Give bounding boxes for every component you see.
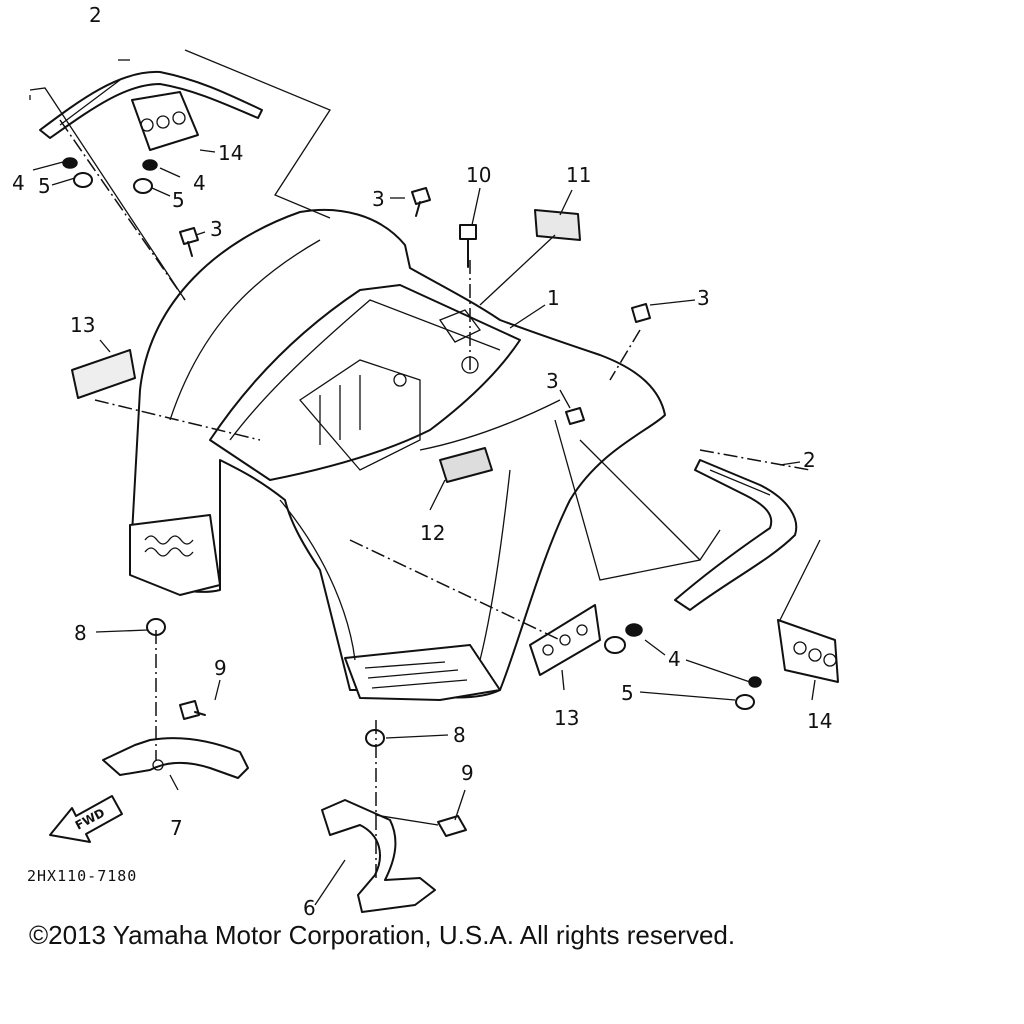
callout-numbers: 2 14 4 5 4 5 3 3 10 11 1 3 3 13 12 2 8 8… [12, 3, 832, 920]
nut-5-far-right [735, 694, 755, 710]
callout-1: 1 [547, 286, 560, 310]
reflector-13-right [529, 604, 601, 676]
callout-8-left: 8 [74, 621, 87, 645]
callout-5-top-center: 5 [172, 188, 185, 212]
copyright-notice: ©2013 Yamaha Motor Corporation, U.S.A. A… [29, 920, 736, 950]
stay-6 [321, 799, 436, 913]
grab-bar-left [39, 70, 263, 139]
bolt-9-right [437, 815, 467, 837]
nut-5-top-center [133, 178, 153, 194]
callout-5-right: 5 [621, 681, 634, 705]
callout-13-right: 13 [554, 706, 579, 730]
bracket-14-right [777, 619, 839, 683]
leader-lines [29, 49, 821, 906]
reference-code: 2HX110-7180 [27, 867, 137, 885]
callout-10: 10 [466, 163, 491, 187]
callout-6: 6 [303, 896, 316, 920]
screw-10 [459, 224, 477, 268]
callout-3-top-left: 3 [210, 217, 223, 241]
washer-4-top-center [142, 159, 158, 171]
callout-4-right: 4 [668, 647, 681, 671]
reflector-13-left [71, 349, 136, 399]
bolt-3-center-right [565, 407, 585, 425]
collar-8-right [365, 729, 385, 747]
callout-9-right: 9 [461, 761, 474, 785]
callout-5-top-left: 5 [38, 174, 51, 198]
callout-8-right: 8 [453, 723, 466, 747]
callout-2-top: 2 [89, 3, 102, 27]
callout-4-top-center: 4 [193, 171, 206, 195]
washer-4-far-right [748, 676, 762, 688]
callout-3-right: 3 [697, 286, 710, 310]
bracket-14-top [131, 91, 199, 151]
callout-12: 12 [420, 521, 445, 545]
washer-4-right [625, 623, 643, 637]
bolt-3-top-left [179, 227, 199, 257]
nut-5-right [604, 636, 626, 654]
callout-3-center-right: 3 [546, 369, 559, 393]
callout-13-left: 13 [70, 313, 95, 337]
callout-11: 11 [566, 163, 591, 187]
callout-3-top-center: 3 [372, 187, 385, 211]
grab-bar-right [674, 459, 798, 611]
rear-fender-body [129, 208, 666, 701]
stay-7 [102, 737, 249, 779]
washer-4-top-left [62, 157, 78, 169]
callout-7: 7 [170, 816, 183, 840]
callout-4-top-left: 4 [12, 171, 25, 195]
callout-14-top: 14 [218, 141, 243, 165]
bolt-3-top-center [411, 187, 431, 217]
nut-5-top-left [73, 172, 93, 188]
decal-11 [534, 209, 581, 241]
fwd-arrow-icon: FWD [49, 795, 123, 843]
callout-9-left: 9 [214, 656, 227, 680]
bolt-9-left [179, 700, 206, 720]
callout-14-right: 14 [807, 709, 832, 733]
callout-2-right: 2 [803, 448, 816, 472]
bolt-3-right [631, 303, 651, 323]
